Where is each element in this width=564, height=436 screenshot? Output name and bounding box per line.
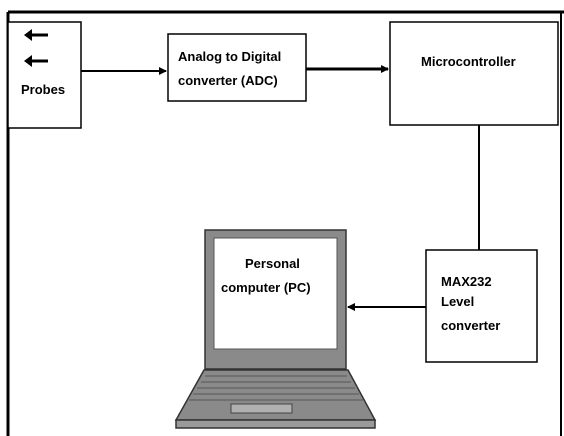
pc-laptop-block: Personal computer (PC) (174, 229, 377, 429)
max232-label-line1: MAX232 (441, 274, 492, 289)
max232-label-line3: converter (441, 318, 500, 333)
probes-block: Probes (7, 21, 82, 129)
adc-block: Analog to Digital converter (ADC) (167, 33, 307, 102)
microcontroller-block: Microcontroller (389, 21, 559, 126)
pc-label-line2: computer (PC) (221, 280, 311, 295)
laptop-screen (213, 237, 338, 350)
max232-label-line2: Level (441, 294, 474, 309)
probes-label: Probes (21, 82, 65, 97)
microcontroller-box (389, 21, 559, 126)
probe-arrow-icon (24, 55, 48, 67)
probes-box (7, 21, 82, 129)
laptop-keyboard-keys (189, 375, 363, 401)
laptop-touchpad (230, 403, 293, 414)
adc-box (167, 33, 307, 102)
adc-label-line2: converter (ADC) (178, 73, 278, 88)
probe-arrow-icon (24, 29, 48, 41)
laptop-base-edge (175, 419, 376, 429)
adc-label-line1: Analog to Digital (178, 49, 281, 64)
microcontroller-label: Microcontroller (421, 54, 516, 69)
max232-block: MAX232 Level converter (425, 249, 538, 363)
pc-label-line1: Personal (245, 256, 300, 271)
